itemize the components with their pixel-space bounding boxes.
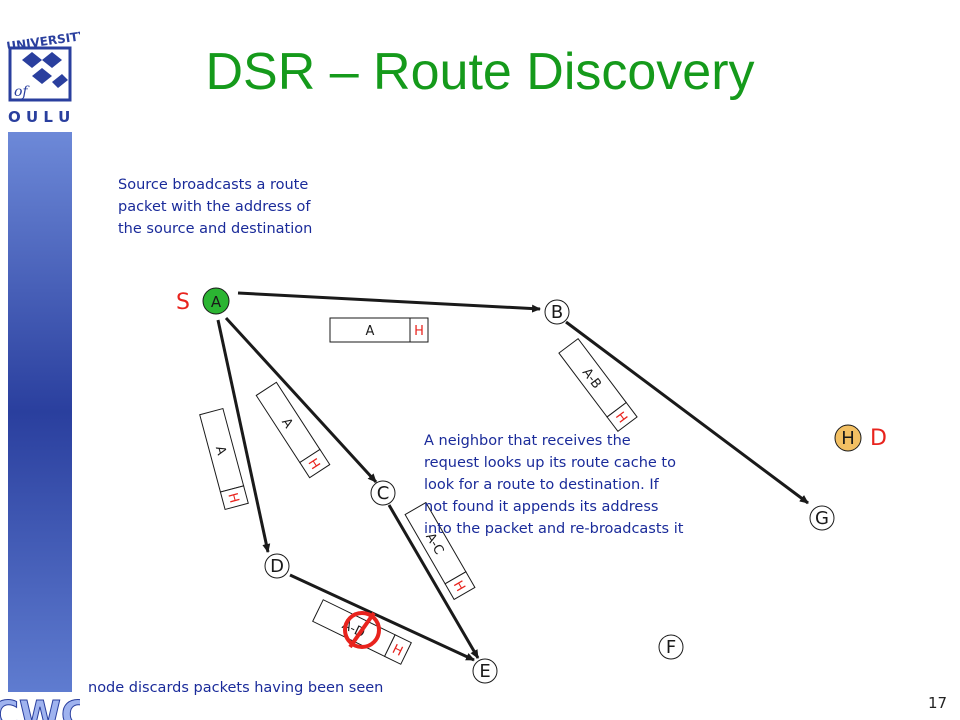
node-a: A <box>202 287 230 315</box>
cwc-logo: CWC <box>0 693 80 720</box>
packet-dest-text: H <box>414 324 424 339</box>
edge-a-d <box>216 319 271 553</box>
packet-a-b: A H <box>329 317 429 343</box>
source-note-line: packet with the address of <box>118 199 311 215</box>
edge-a-b <box>237 291 541 313</box>
logo-oulu-text: O U L U <box>8 108 70 126</box>
page-number: 17 <box>928 694 948 712</box>
university-logo-sidebar: UNIVERSITY of O U L U CWC <box>0 28 80 720</box>
neighbor-note-line: not found it appends its address <box>424 499 659 515</box>
packet-a-d: A H <box>199 407 249 511</box>
node-g: G <box>809 505 835 531</box>
packet-a-c: A H <box>255 381 331 479</box>
discard-note: node discards packets having been seen <box>88 680 384 696</box>
sidebar-bar <box>8 132 72 692</box>
source-note-line: the source and destination <box>118 221 313 237</box>
source-broadcast-note: Source broadcasts a route packet with th… <box>118 174 358 240</box>
edge-c-e <box>387 504 480 659</box>
node-b: B <box>544 299 570 325</box>
neighbor-note-line: look for a route to destination. If <box>424 477 659 493</box>
node-f-label: F <box>666 637 676 658</box>
node-d: D <box>264 553 290 579</box>
packet-dest-text: H <box>224 491 241 504</box>
node-f: F <box>658 634 684 660</box>
source-note-line: Source broadcasts a route <box>118 177 309 193</box>
node-d-label: D <box>270 556 284 577</box>
edge-a-c <box>224 316 378 484</box>
edge-b-g <box>565 320 809 505</box>
node-a-label: A <box>211 293 222 311</box>
node-h-label: H <box>841 428 855 449</box>
logo-of-text: of <box>14 84 30 100</box>
packet-route-text: A <box>366 324 375 339</box>
discard-icon <box>343 611 381 649</box>
packet-route-text: A <box>212 444 229 457</box>
node-b-label: B <box>551 302 563 323</box>
slide-title: DSR – Route Discovery <box>205 43 755 101</box>
node-h: H <box>834 424 862 452</box>
node-c: C <box>370 480 396 506</box>
node-c-label: C <box>377 483 390 504</box>
destination-marker: D <box>870 426 887 451</box>
packet-b-g: A-B H <box>558 337 638 433</box>
neighbor-note-line: A neighbor that receives the <box>424 433 631 449</box>
neighbor-note-line: request looks up its route cache to <box>424 455 676 471</box>
neighbor-note-line: into the packet and re-broadcasts it <box>424 521 684 537</box>
source-marker: S <box>176 290 190 315</box>
node-g-label: G <box>815 508 829 529</box>
node-e: E <box>472 658 498 684</box>
neighbor-rebroadcast-note: A neighbor that receives the request loo… <box>424 430 729 540</box>
node-e-label: E <box>479 661 490 682</box>
edge-d-e <box>289 573 475 662</box>
